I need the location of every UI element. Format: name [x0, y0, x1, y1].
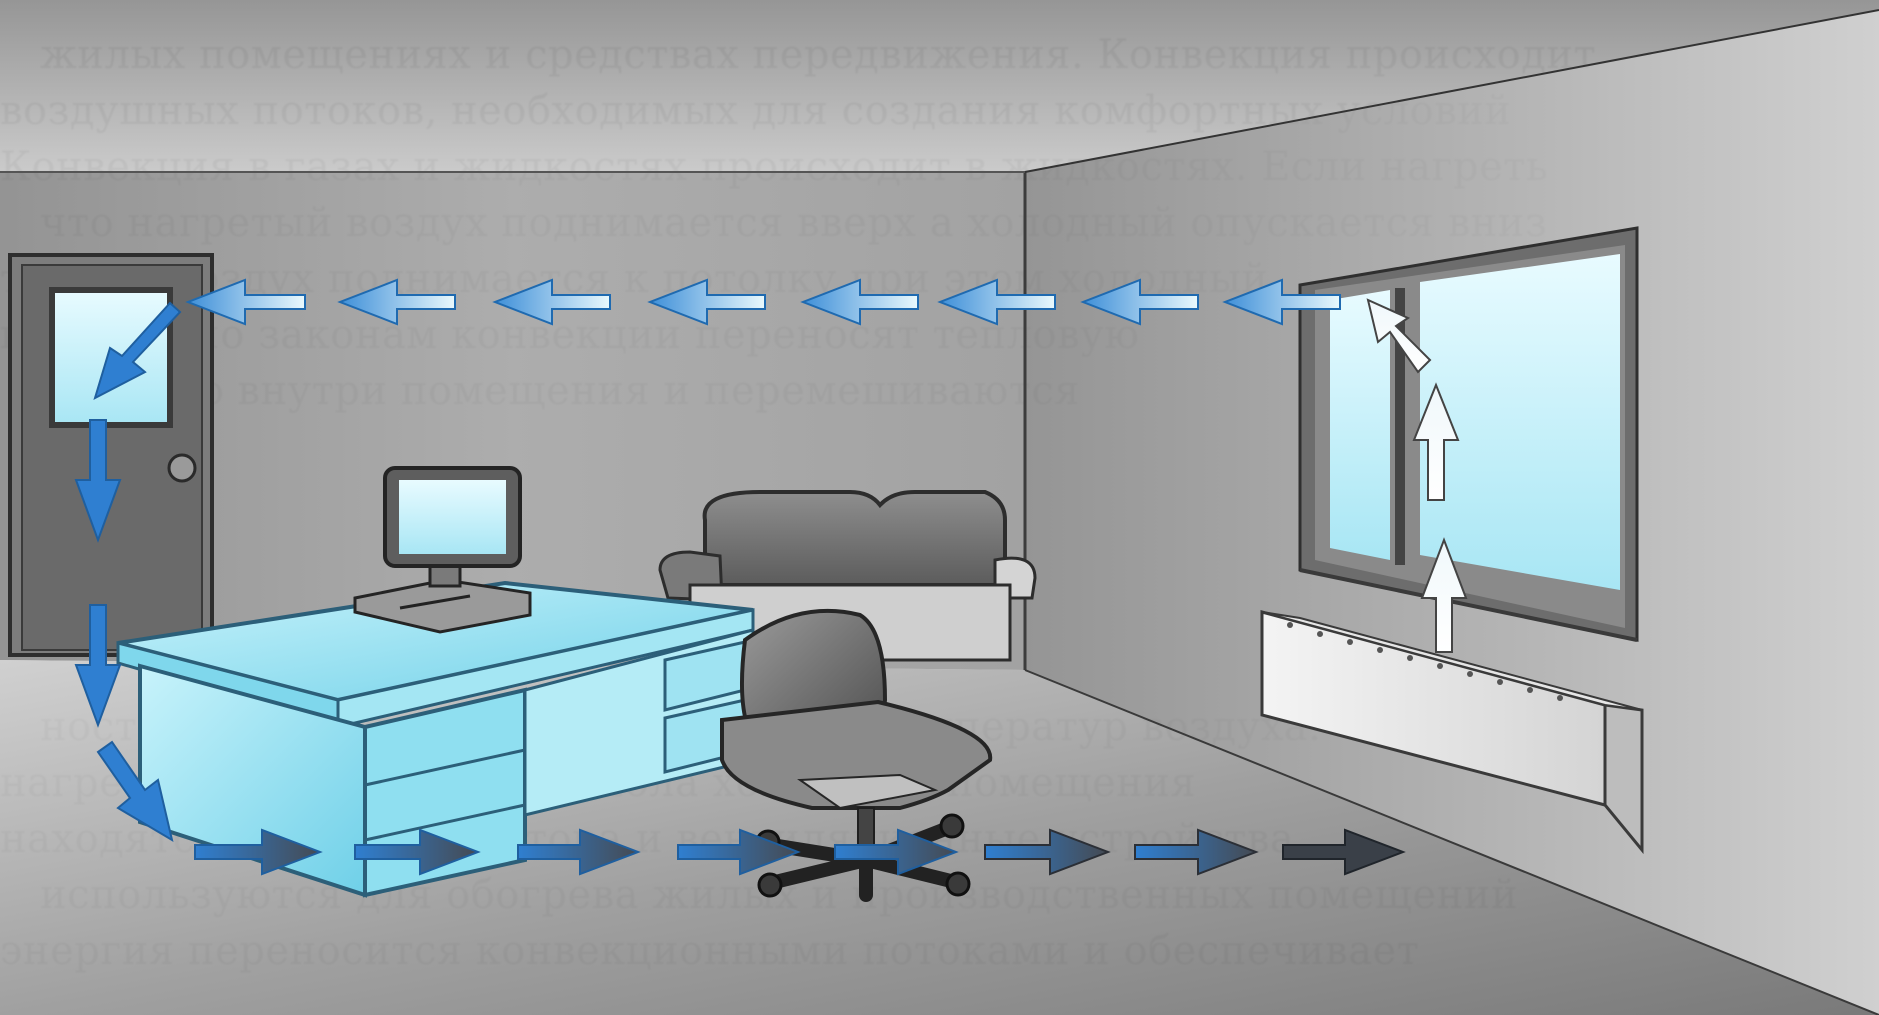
- door-knob: [169, 455, 195, 481]
- door: [10, 255, 212, 655]
- window: [1300, 228, 1637, 640]
